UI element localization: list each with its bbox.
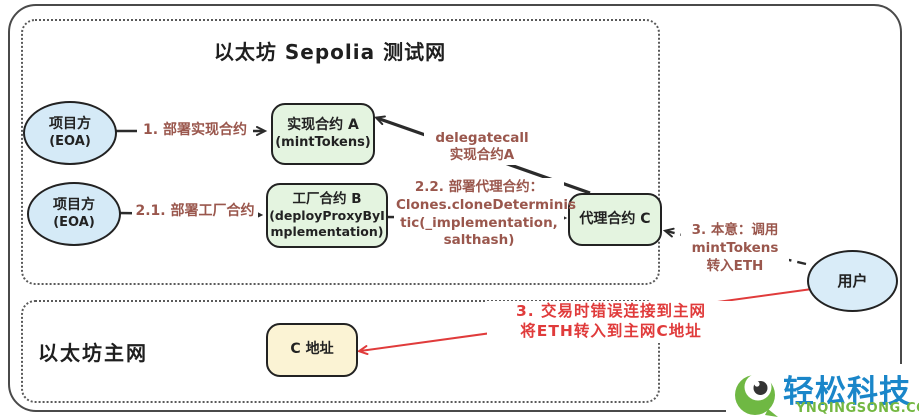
node-sublabel: mplementation)	[270, 223, 384, 239]
node-label: 工厂合约 B	[292, 191, 362, 208]
edge-label-deploy-factory: 2.1. 部署工厂合约	[132, 202, 258, 222]
diagram-title: 以太坊 Sepolia 测试网	[213, 40, 447, 64]
node-sublabel: (mintTokens)	[275, 134, 371, 150]
brand-logo: 轻松科技 YNQINGSONG.COM	[726, 364, 919, 419]
node-label: 项目方	[53, 197, 95, 214]
node-implementation-contract-a: 实现合约 A (mintTokens)	[271, 103, 375, 165]
edge-label-deploy-proxy: 2.2. 部署代理合约： Clones.cloneDeterminis tic(…	[394, 178, 576, 252]
mainnet-box	[21, 300, 660, 403]
node-label: 项目方	[49, 116, 91, 133]
node-proxy-contract-c: 代理合约 C	[568, 193, 662, 246]
node-factory-contract-b: 工厂合约 B (deployProxyByI mplementation)	[266, 183, 388, 248]
outer-frame	[8, 4, 902, 412]
brand-name: 轻松科技	[783, 374, 911, 410]
eye-logo-icon	[735, 373, 778, 417]
node-sublabel: (EOA)	[49, 133, 91, 149]
node-c-address: C 地址	[266, 323, 358, 377]
node-sublabel: (deployProxyByI	[269, 208, 385, 224]
node-project-eoa-1: 项目方 (EOA)	[23, 101, 117, 165]
brand-site: YNQINGSONG.COM	[796, 401, 919, 416]
edge-label-deploy-impl: 1. 部署实现合约	[137, 121, 253, 141]
edge-label-error-note: 3. 交易时错误连接到主网 将ETH转入到主网C地址	[487, 301, 735, 343]
node-label: C 地址	[290, 341, 334, 358]
node-sublabel: (EOA)	[53, 214, 95, 230]
sepolia-testnet-box	[21, 19, 660, 285]
node-label: 用户	[837, 271, 868, 290]
mainnet-label: 以太坊主网	[38, 341, 148, 365]
node-project-eoa-2: 项目方 (EOA)	[27, 182, 121, 246]
node-label: 代理合约 C	[579, 210, 651, 227]
node-user: 用户	[807, 250, 898, 312]
node-label: 实现合约 A	[287, 117, 359, 134]
edge-label-delegatecall: delegatecall 实现合约A	[424, 129, 540, 165]
edge-label-intent: 3. 本意：调用 mintTokens 转入ETH	[681, 220, 789, 277]
